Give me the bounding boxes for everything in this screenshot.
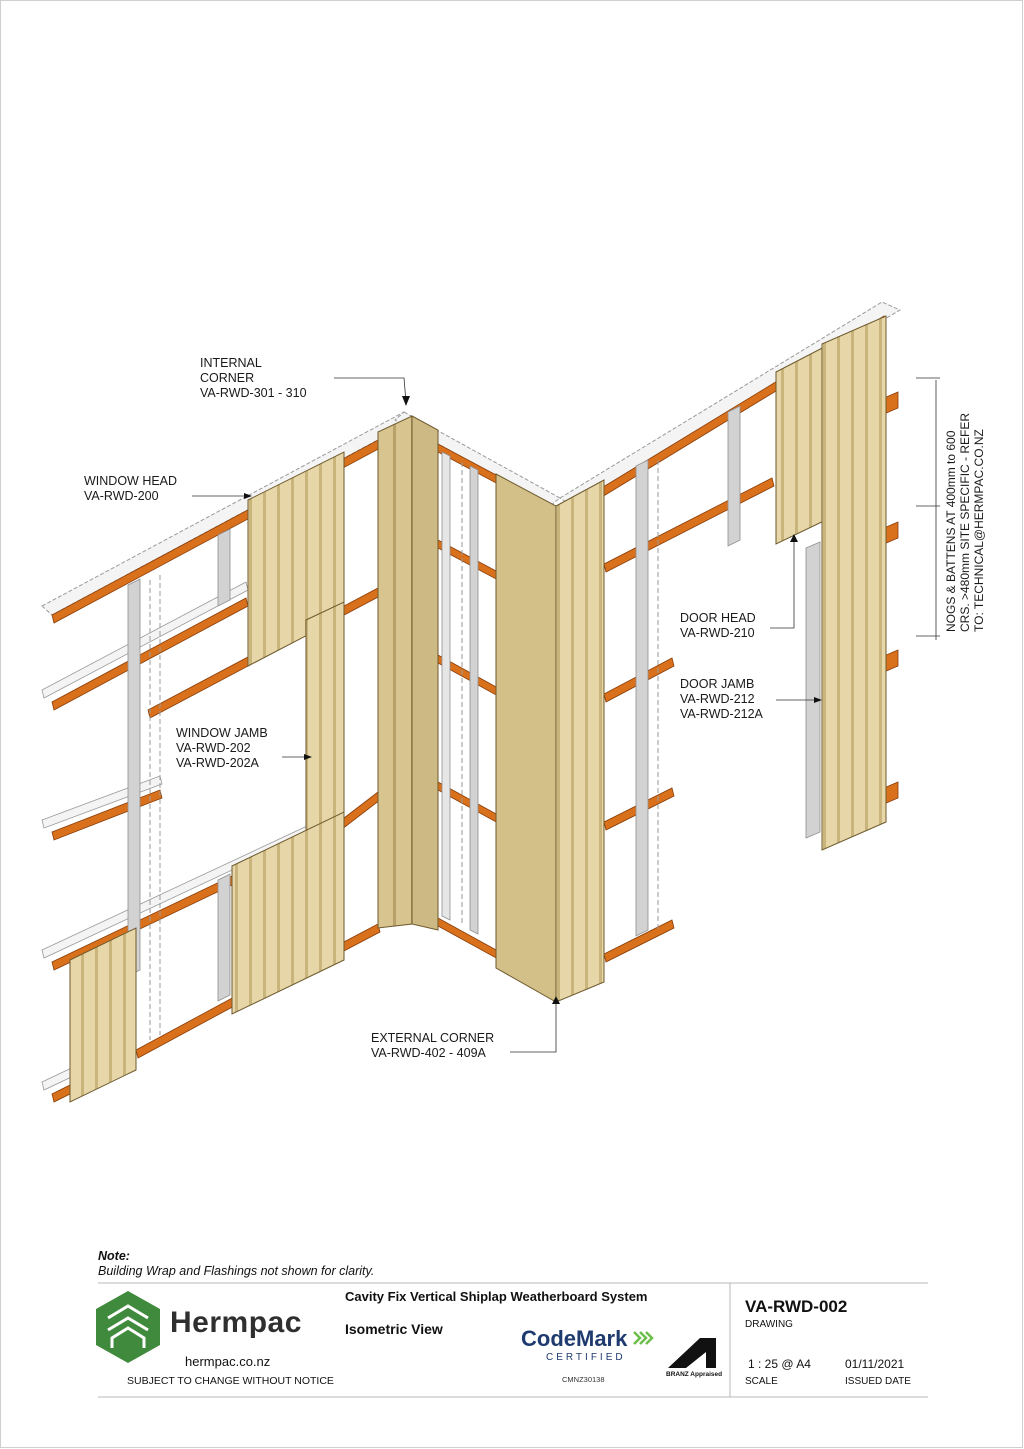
nogs-line2: CRS. >480mm SITE SPECIFIC - REFER (958, 412, 972, 632)
window-jamb-code1: VA-RWD-202 (176, 741, 251, 755)
door-head-label: DOOR HEAD VA-RWD-210 (680, 611, 756, 641)
cladding-door-jamb (821, 315, 887, 851)
window-head-title: WINDOW HEAD (84, 474, 178, 488)
door-jamb-code2: VA-RWD-212A (680, 707, 763, 721)
door-jamb-title: DOOR JAMB (680, 677, 755, 691)
note-text: Building Wrap and Flashings not shown fo… (98, 1264, 375, 1278)
door-head-code: VA-RWD-210 (680, 626, 755, 640)
nogs-battens-label: NOGS & BATTENS AT 400mm to 600 CRS. >480… (944, 413, 986, 632)
window-head-label: WINDOW HEAD VA-RWD-200 (84, 474, 177, 504)
internal-corner-line2: CORNER (200, 371, 255, 385)
leader-lines (192, 377, 940, 1053)
drawing-number: VA-RWD-002 (745, 1297, 848, 1316)
cladding-left-bottom (69, 927, 137, 1103)
scale-value: 1 : 25 @ A4 (748, 1357, 811, 1371)
drawing-label: DRAWING (745, 1319, 793, 1330)
cladding-below-window (231, 811, 345, 1015)
door-jamb-label: DOOR JAMB VA-RWD-212 VA-RWD-212A (680, 677, 763, 722)
window-jamb-label: WINDOW JAMB VA-RWD-202 VA-RWD-202A (176, 726, 268, 771)
external-corner-label: EXTERNAL CORNER VA-RWD-402 - 409A (371, 1031, 494, 1061)
view-title: Isometric View (345, 1321, 443, 1337)
issued-date-label: ISSUED DATE (845, 1376, 911, 1387)
internal-corner-title: INTERNAL (200, 356, 262, 370)
leader-arrows (244, 396, 822, 1004)
internal-corner-label: INTERNAL CORNER VA-RWD-301 - 310 (200, 356, 307, 401)
nogs-line1: NOGS & BATTENS AT 400mm to 600 (944, 430, 958, 632)
brand-website: hermpac.co.nz (185, 1354, 271, 1369)
codemark-logo-text: CodeMark (521, 1326, 628, 1351)
issued-date-value: 01/11/2021 (845, 1357, 905, 1371)
cladding-internal-corner (377, 415, 439, 931)
drawing-note: Note: Building Wrap and Flashings not sh… (98, 1249, 374, 1279)
cladding-external-corner (495, 473, 605, 1003)
nogs-line3: TO: TECHNICAL@HERMPAC.CO.NZ (972, 429, 986, 632)
window-jamb-code2: VA-RWD-202A (176, 756, 259, 770)
disclaimer-text: SUBJECT TO CHANGE WITHOUT NOTICE (127, 1375, 334, 1387)
title-block-frame (98, 1282, 928, 1398)
door-head-title: DOOR HEAD (680, 611, 756, 625)
codemark-chevrons-icon (633, 1331, 654, 1345)
note-heading: Note: (98, 1249, 130, 1263)
codemark-certified-text: CERTIFIED (546, 1352, 626, 1363)
right-wall-studs (635, 405, 821, 937)
window-head-code: VA-RWD-200 (84, 489, 159, 503)
window-jamb-title: WINDOW JAMB (176, 726, 268, 740)
left-wall-studs (127, 528, 231, 1040)
branz-logo-icon (668, 1338, 716, 1368)
brand-name: Hermpac (170, 1306, 302, 1339)
hermpac-logo-icon (96, 1291, 160, 1363)
branz-appraised-text: BRANZ Appraised (666, 1371, 723, 1378)
external-corner-title: EXTERNAL CORNER (371, 1031, 495, 1045)
external-corner-code: VA-RWD-402 - 409A (371, 1046, 486, 1060)
codemark-number: CMNZ30138 (562, 1375, 605, 1384)
door-jamb-code1: VA-RWD-212 (680, 692, 755, 706)
scale-label: SCALE (745, 1376, 778, 1387)
internal-corner-code: VA-RWD-301 - 310 (200, 386, 307, 400)
middle-wall-frame (437, 443, 499, 960)
system-title: Cavity Fix Vertical Shiplap Weatherboard… (345, 1289, 648, 1304)
